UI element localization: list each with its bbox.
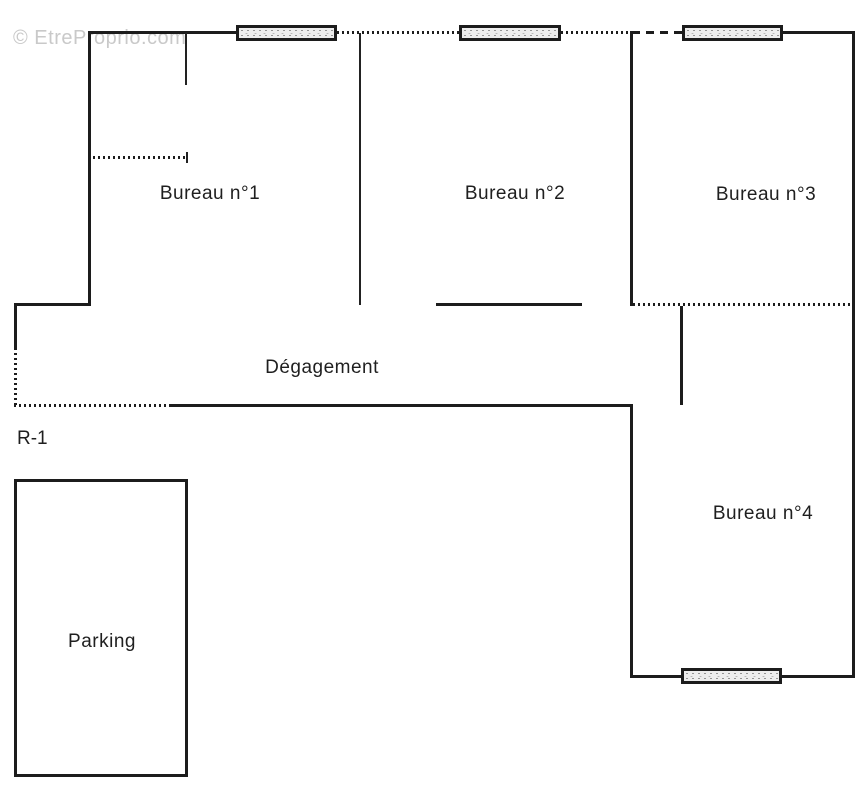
wall-hall-bureau4-partial — [680, 306, 683, 405]
room-label-degagement: Dégagement — [265, 357, 379, 378]
door-line-bureau1-dotted — [88, 156, 188, 159]
wall-bureau2-bureau3 — [630, 31, 633, 306]
wall-below-bureau2 — [436, 303, 582, 306]
window-hatch-bottom — [681, 668, 782, 684]
room-label-bureau4: Bureau n°4 — [712, 503, 814, 524]
wall-bureau4-left — [630, 404, 633, 678]
room-label-bureau1: Bureau n°1 — [159, 183, 261, 204]
window-hatch-top-3 — [682, 25, 783, 41]
wall-hall-bottom-solid — [170, 404, 633, 407]
wall-left-upper — [88, 31, 91, 306]
wall-top-segment-3-dotted — [561, 31, 632, 34]
wall-bureau4-bottom-1 — [630, 675, 684, 678]
wall-bureau1-bureau2 — [359, 33, 361, 305]
room-label-bureau3: Bureau n°3 — [715, 184, 817, 205]
door-line-end-tick — [186, 152, 188, 163]
wall-hall-bottom-dotted — [14, 404, 170, 407]
window-hatch-top-2 — [459, 25, 561, 41]
room-label-parking: Parking — [68, 631, 136, 652]
floor-level-label: R-1 — [17, 428, 48, 449]
wall-left-lower-solid — [14, 303, 17, 348]
wall-step-horizontal — [14, 303, 91, 306]
room-label-bureau2: Bureau n°2 — [464, 183, 566, 204]
parking-outline — [14, 479, 188, 777]
wall-stub-bureau1 — [185, 33, 187, 85]
wall-bureau3-bottom-dotted — [633, 303, 852, 306]
wall-right — [852, 31, 855, 678]
wall-bureau4-bottom-2 — [782, 675, 855, 678]
wall-top-segment-5 — [783, 31, 855, 34]
window-hatch-top-1 — [236, 25, 337, 41]
wall-top-segment-2-dotted — [337, 31, 460, 34]
wall-top-segment-1 — [88, 31, 239, 34]
wall-top-segment-4-dashed — [632, 31, 683, 34]
wall-left-lower-dotted — [14, 348, 17, 407]
